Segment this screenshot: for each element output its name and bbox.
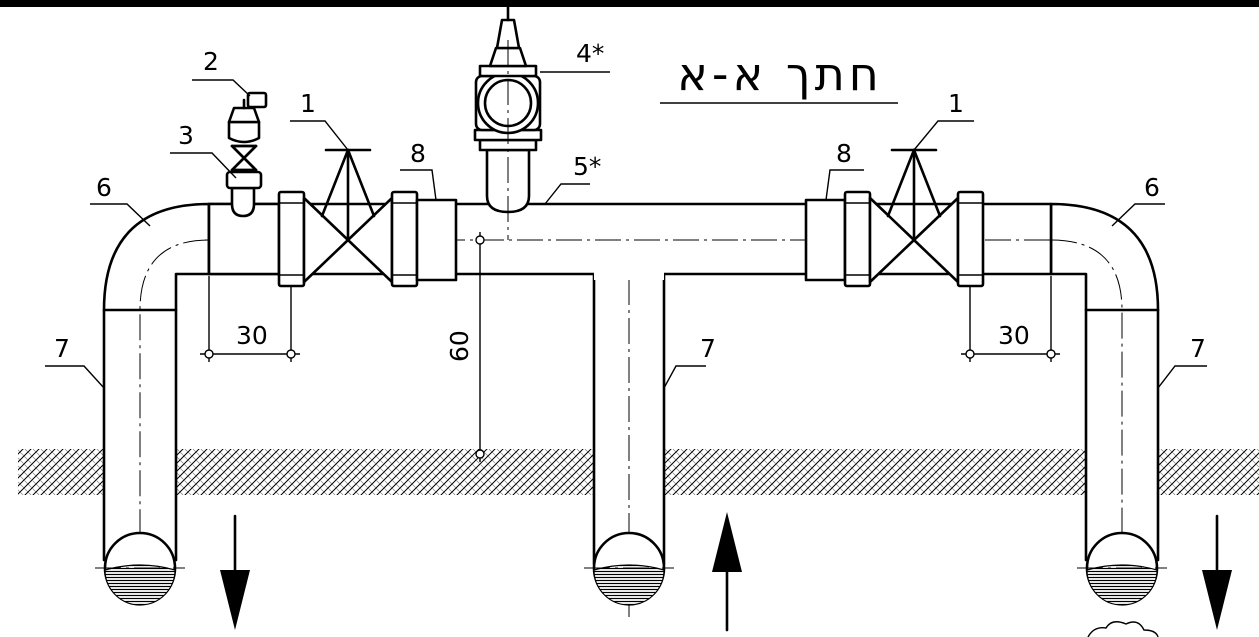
right-flange-a bbox=[843, 190, 872, 288]
left-reducer bbox=[415, 198, 458, 282]
left-flange-a bbox=[277, 190, 306, 288]
water-meter-assembly bbox=[473, 4, 543, 240]
label-elbow-right: 6 bbox=[1144, 173, 1160, 202]
dimension-vertical-60 bbox=[475, 232, 485, 462]
left-flange-b bbox=[390, 190, 419, 288]
label-elbow-left: 6 bbox=[96, 173, 112, 202]
label-riser-middle: 7 bbox=[700, 334, 716, 363]
label-reducer-left: 8 bbox=[410, 139, 426, 168]
dimension-right-30 bbox=[961, 276, 1060, 362]
label-meter: 4* bbox=[576, 39, 604, 68]
dimension-left-30 bbox=[200, 276, 300, 362]
middle-pipe-section bbox=[584, 531, 674, 606]
flow-arrow-down-right bbox=[1202, 514, 1232, 630]
right-pipe-section bbox=[1077, 531, 1167, 606]
dim-text-right-30: 30 bbox=[998, 321, 1030, 350]
dim-text-left-30: 30 bbox=[236, 321, 268, 350]
right-flange-b bbox=[956, 190, 985, 288]
left-gate-valve bbox=[302, 148, 394, 284]
leader-lines bbox=[45, 71, 1207, 389]
label-riser-left: 7 bbox=[54, 334, 70, 363]
middle-riser bbox=[592, 240, 666, 620]
label-small-valve: 3 bbox=[178, 121, 194, 150]
frame-top-border bbox=[0, 0, 1259, 7]
label-air-valve: 2 bbox=[203, 47, 219, 76]
left-elbow-riser bbox=[102, 202, 211, 600]
label-reducer-right: 8 bbox=[836, 139, 852, 168]
label-valve-right: 1 bbox=[948, 89, 964, 118]
flow-arrow-up-middle bbox=[712, 512, 742, 632]
left-pipe-section bbox=[95, 531, 185, 606]
section-title: חתך א-א bbox=[677, 47, 883, 101]
label-riser-right: 7 bbox=[1190, 334, 1206, 363]
flow-arrow-down-left bbox=[220, 514, 250, 630]
revision-cloud-mark bbox=[1087, 621, 1159, 637]
right-gate-valve bbox=[868, 148, 960, 284]
label-valve-left: 1 bbox=[300, 89, 316, 118]
label-header-pipe: 5* bbox=[573, 152, 601, 181]
right-reducer bbox=[804, 198, 847, 282]
dim-text-vertical-60: 60 bbox=[445, 330, 474, 362]
air-valve-assembly bbox=[225, 91, 268, 218]
